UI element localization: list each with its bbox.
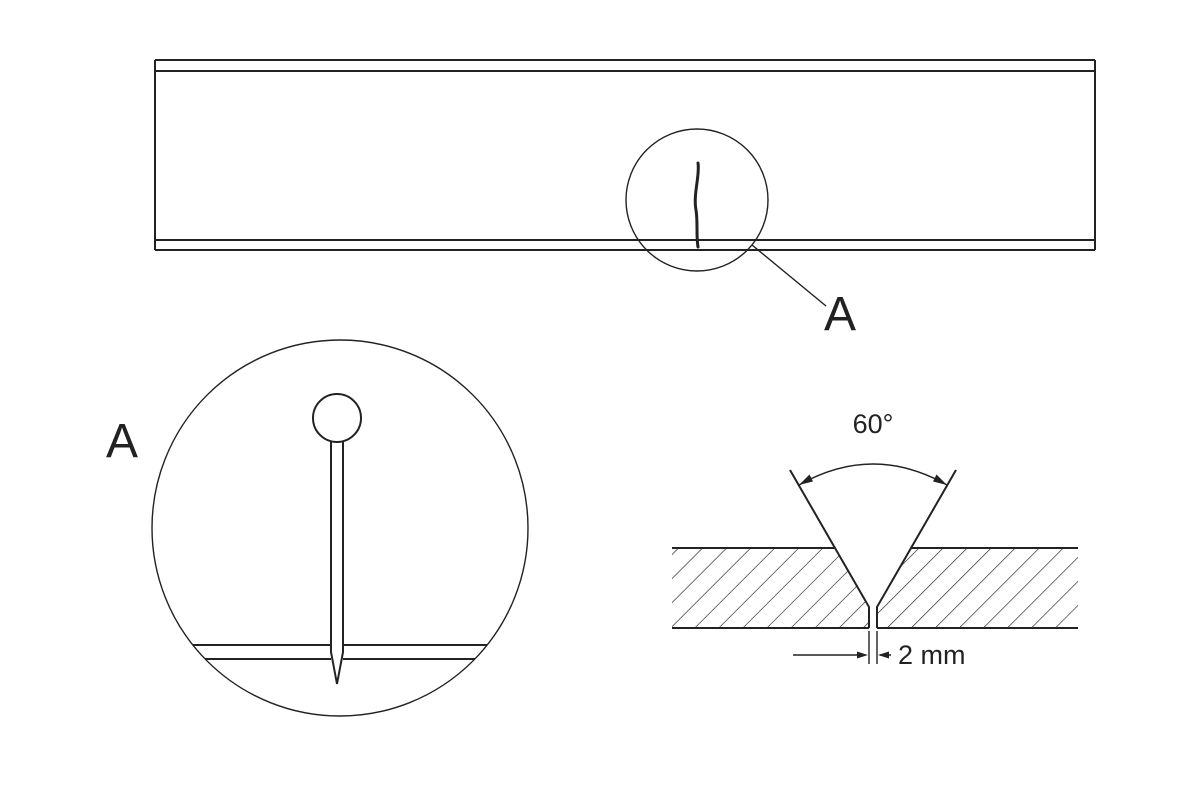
beam-side-view: A xyxy=(154,59,1096,341)
arc-arrowhead-right-icon xyxy=(933,474,947,485)
hatched-plate-left xyxy=(672,548,869,628)
gap-arrowhead-left-icon xyxy=(857,651,868,659)
callout-label: A xyxy=(824,288,856,341)
angle-label: 60° xyxy=(853,409,894,439)
angle-dimension-arc xyxy=(798,463,948,486)
gap-arrowhead-right-icon xyxy=(878,651,889,659)
callout-leader-line xyxy=(751,244,827,307)
detail-label: A xyxy=(106,415,138,468)
crack-slot xyxy=(330,441,344,685)
detail-circle xyxy=(151,339,529,717)
groove-bevel-lines xyxy=(789,469,957,628)
hatched-plate-right xyxy=(877,548,1078,628)
plate-surface-lines xyxy=(672,547,1078,629)
detail-callout-circle xyxy=(625,128,769,272)
crack-line xyxy=(693,161,700,249)
plate-edge-lines xyxy=(193,644,487,660)
arc-arrowhead-left-icon xyxy=(799,474,813,485)
weld-groove-section: 60° 2 mm xyxy=(672,409,1078,670)
detail-view-a: A xyxy=(106,339,529,717)
beam-outline xyxy=(154,59,1096,251)
gap-extension-lines xyxy=(868,631,878,664)
gap-label: 2 mm xyxy=(898,640,966,670)
crack-stop-hole-icon xyxy=(312,393,362,443)
